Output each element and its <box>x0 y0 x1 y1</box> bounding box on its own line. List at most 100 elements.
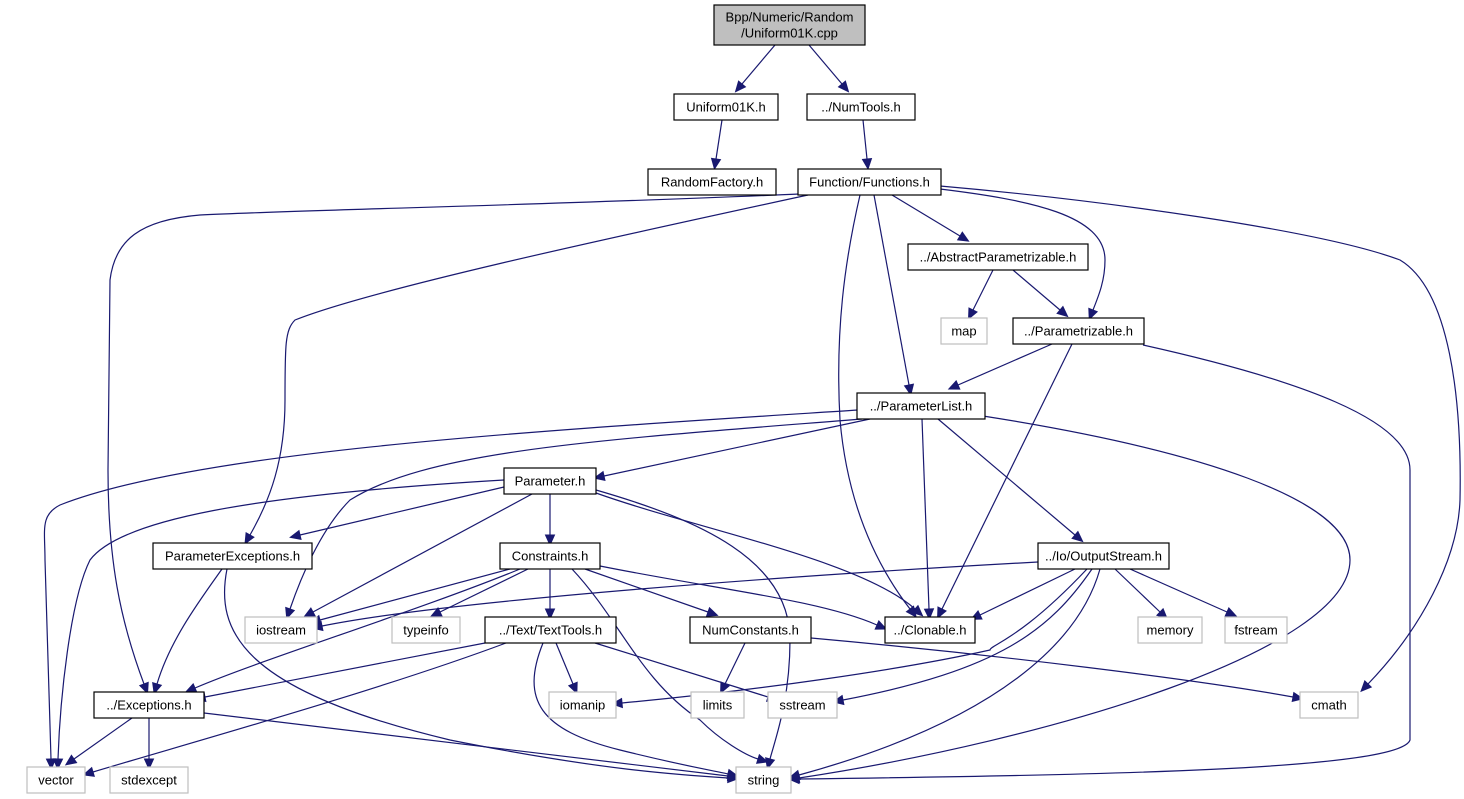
edge-parameter_h-to-constraints_h <box>544 494 556 547</box>
arrowhead-icon <box>903 383 915 397</box>
edge-line <box>921 418 930 610</box>
node-label: ../Parametrizable.h <box>1024 324 1133 339</box>
edge-line <box>939 185 1461 685</box>
edge-line <box>594 642 769 698</box>
edge-root-to-numtools_h <box>808 44 850 93</box>
node-box <box>797 168 942 196</box>
edge-line <box>603 418 871 477</box>
node-box <box>1224 616 1288 644</box>
edge-numtools_h-to-functions_h <box>861 119 873 171</box>
node-numtools_h[interactable]: ../NumTools.h <box>806 93 916 121</box>
node-box <box>806 93 916 121</box>
node-functions_h[interactable]: Function/Functions.h <box>797 168 942 196</box>
arrowhead-icon <box>874 619 888 630</box>
edge-line <box>57 479 505 760</box>
node-iomanip: iomanip <box>548 691 617 719</box>
edge-parameterlist_h-to-vector <box>43 409 859 771</box>
node-clonable_h[interactable]: ../Clonable.h <box>884 616 976 644</box>
edge-line <box>808 44 843 85</box>
edge-texttools_h-to-vector <box>82 642 507 777</box>
edge-line <box>299 486 505 536</box>
node-cmath: cmath <box>1299 691 1359 719</box>
edge-outputstream_h-to-fstream <box>1129 568 1238 617</box>
arrowhead-icon <box>64 754 78 766</box>
edge-line <box>571 568 759 760</box>
node-label: typeinfo <box>403 623 449 638</box>
edge-line <box>724 642 746 685</box>
edge-functions_h-to-parameterexceptions_h <box>244 194 809 545</box>
arrowhead-icon <box>429 607 443 617</box>
node-label: ../ParameterList.h <box>870 399 973 414</box>
edge-line <box>810 637 1294 698</box>
node-box <box>1012 317 1145 345</box>
edge-exceptions_h-to-stdexcept <box>143 718 155 771</box>
node-label: ../Exceptions.h <box>106 698 191 713</box>
edge-numconstants_h-to-limits <box>720 642 746 695</box>
node-constraints_h[interactable]: Constraints.h <box>499 542 601 570</box>
edge-line <box>249 194 809 536</box>
node-abstractparametrizable_h[interactable]: ../AbstractParametrizable.h <box>907 243 1089 271</box>
node-box <box>735 766 792 794</box>
edge-exceptions_h-to-vector <box>64 717 133 766</box>
edge-outputstream_h-to-iomanip <box>610 568 1088 709</box>
arrowhead-icon <box>967 307 978 321</box>
edge-line <box>741 44 776 85</box>
node-box <box>713 4 866 46</box>
node-numconstants_h[interactable]: NumConstants.h <box>689 616 812 644</box>
arrowhead-icon <box>593 470 606 482</box>
edge-line <box>194 568 521 689</box>
node-parameterexceptions_h[interactable]: ParameterExceptions.h <box>152 542 313 570</box>
node-exceptions_h[interactable]: ../Exceptions.h <box>93 691 205 719</box>
node-box <box>940 317 988 345</box>
edge-line <box>107 193 801 685</box>
node-root[interactable]: Bpp/Numeric/Random/Uniform01K.cpp <box>713 4 866 46</box>
edge-parameterexceptions_h-to-exceptions_h <box>152 568 223 695</box>
node-box <box>907 243 1089 271</box>
node-label: ../NumTools.h <box>821 100 900 115</box>
edge-line <box>842 568 1093 701</box>
node-label: limits <box>703 698 733 713</box>
edge-constraints_h-to-exceptions_h <box>184 568 521 693</box>
edge-parametrizable_h-to-parameterlist_h <box>947 343 1053 390</box>
edges-layer <box>43 44 1461 785</box>
edge-constraints_h-to-string <box>571 568 769 764</box>
edge-line <box>156 568 223 685</box>
edge-constraints_h-to-numconstants_h <box>584 568 719 617</box>
arrowhead-icon <box>837 80 850 93</box>
edge-parameterlist_h-to-parameter_h <box>593 418 871 482</box>
edge-line <box>891 194 961 237</box>
node-outputstream_h[interactable]: ../Io/OutputStream.h <box>1037 542 1170 570</box>
edge-constraints_h-to-clonable_h <box>599 565 888 630</box>
arrowhead-icon <box>861 157 873 171</box>
edge-line <box>798 568 1101 776</box>
edge-outputstream_h-to-clonable_h <box>969 568 1076 620</box>
edge-line <box>555 642 574 685</box>
edge-line <box>979 568 1076 616</box>
arrowhead-icon <box>184 682 198 693</box>
arrowhead-icon <box>303 607 316 618</box>
arrowhead-icon <box>1224 606 1238 617</box>
arrowhead-icon <box>1056 305 1069 318</box>
node-box <box>690 691 745 719</box>
node-label: ../Text/TextTools.h <box>499 623 602 638</box>
node-randomfactory_h[interactable]: RandomFactory.h <box>647 168 777 196</box>
node-label: memory <box>1147 623 1194 638</box>
arrowhead-icon <box>734 80 747 93</box>
node-iostream: iostream <box>244 616 318 644</box>
node-label: iomanip <box>560 698 606 713</box>
edge-line <box>972 269 994 311</box>
node-uniform01k_h[interactable]: Uniform01K.h <box>673 93 779 121</box>
edge-functions_h-to-cmath <box>939 185 1461 693</box>
node-label: Function/Functions.h <box>809 175 930 190</box>
edge-line <box>1114 568 1161 613</box>
node-parameterlist_h[interactable]: ../ParameterList.h <box>856 392 986 420</box>
node-box <box>109 766 189 794</box>
node-texttools_h[interactable]: ../Text/TextTools.h <box>484 616 617 644</box>
arrowhead-icon <box>765 757 776 770</box>
arrowhead-icon <box>45 758 57 771</box>
node-parametrizable_h[interactable]: ../Parametrizable.h <box>1012 317 1145 345</box>
arrowhead-icon <box>788 769 801 780</box>
node-label: ../AbstractParametrizable.h <box>920 250 1077 265</box>
node-parameter_h[interactable]: Parameter.h <box>503 467 597 495</box>
node-label: RandomFactory.h <box>661 175 763 190</box>
